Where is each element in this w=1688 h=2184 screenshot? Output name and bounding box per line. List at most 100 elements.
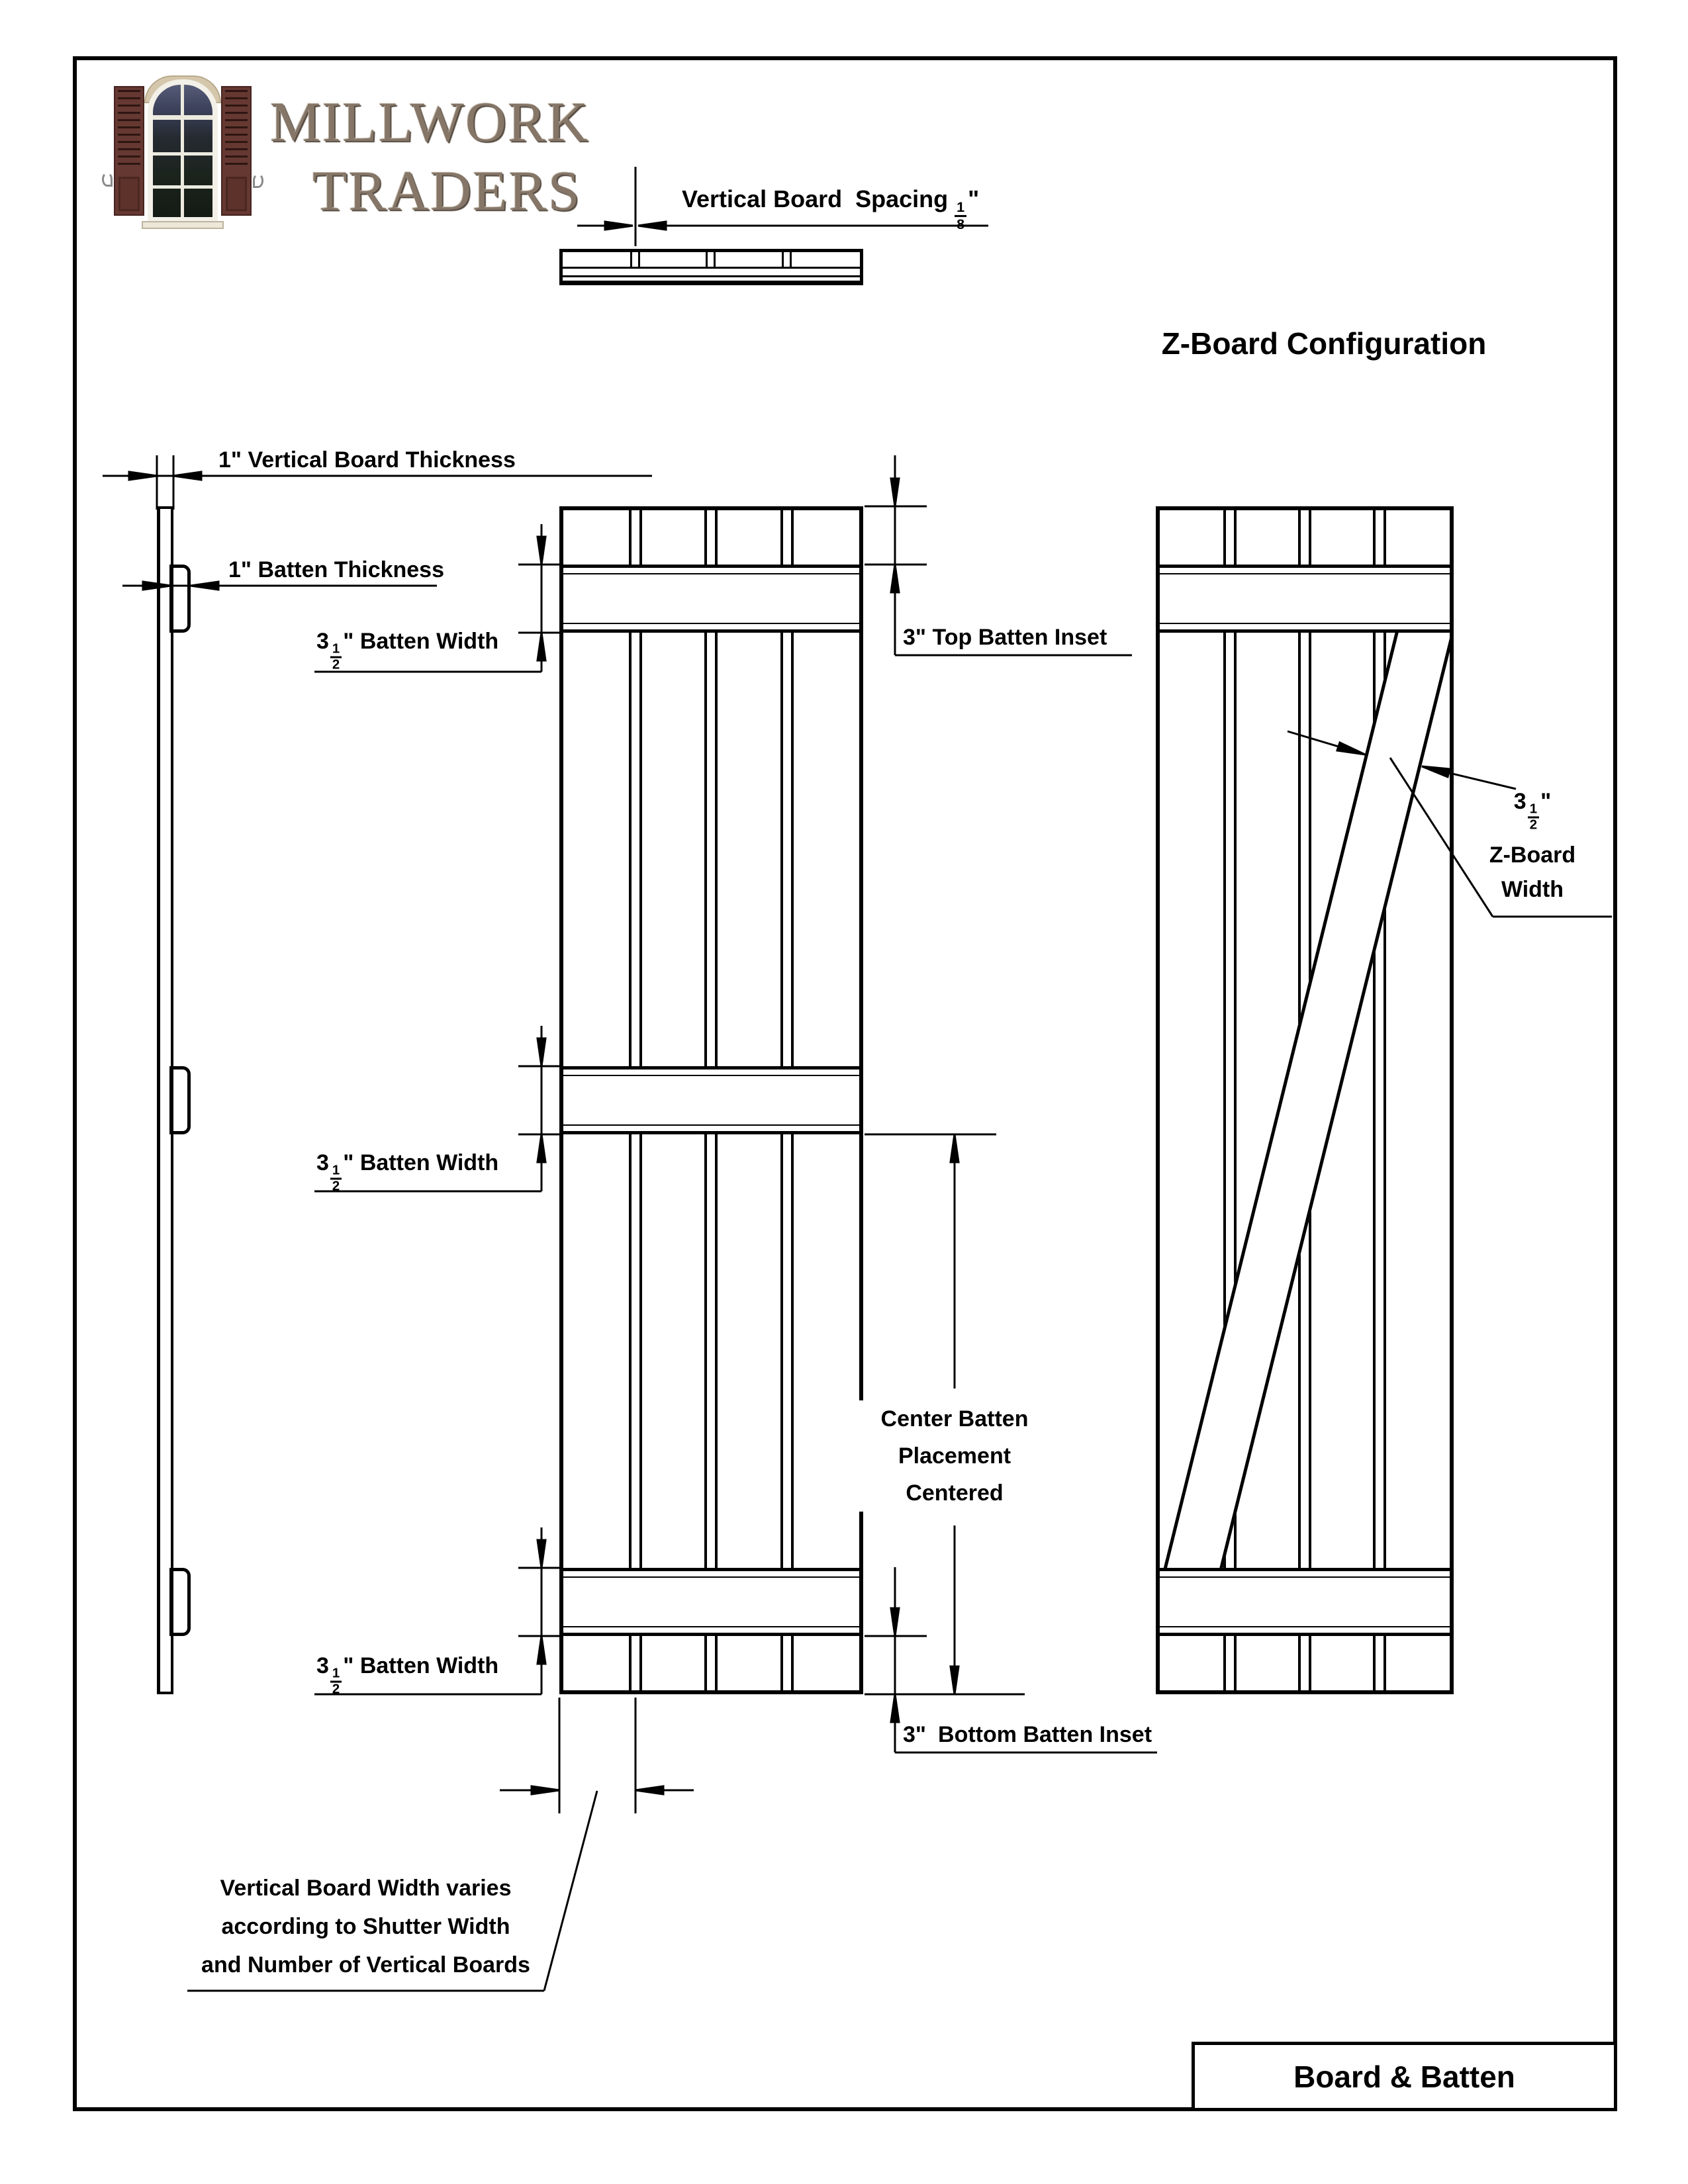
board-slit-line (630, 251, 632, 269)
logo-window-frame (148, 79, 218, 222)
z-width-fraction: 1 2 (1527, 802, 1540, 833)
fraction-denominator: 8 (957, 215, 965, 232)
bottom-inset-text: Bottom Batten Inset (938, 1722, 1152, 1747)
z-shutter-outline (1156, 506, 1454, 1694)
brand-traders: TRADERS (312, 159, 581, 222)
inch-mark: " (968, 185, 980, 212)
inch-mark: " (1540, 789, 1552, 814)
batten-inner-line (563, 1124, 859, 1126)
board-gap-line (1223, 510, 1226, 1690)
center-shutter-outline (559, 506, 863, 1694)
board-slit-line (638, 251, 640, 269)
center-shutter-batten-top (563, 565, 859, 633)
z-width-whole: 3 (1513, 789, 1526, 814)
side-batten-tab-center (169, 1066, 191, 1134)
side-batten-tab-top (169, 565, 191, 633)
fraction-denominator: 2 (1529, 817, 1538, 833)
batten-inner-line (1160, 623, 1450, 624)
batten-inner-line (563, 1075, 859, 1076)
label-board-spacing-left: Vertical Board (682, 185, 843, 212)
center-note-line1: Center Batten (880, 1406, 1029, 1432)
center-shutter-batten-bottom (563, 1568, 859, 1636)
board-slit-line (706, 251, 708, 269)
batten-inner-line (1160, 1576, 1450, 1578)
label-z-width: 3 1 2 " Z-Board Width (1436, 789, 1628, 907)
label-board-spacing: Vertical Board Spacing 1 8 " (682, 185, 980, 231)
shutter-hook-left-icon (102, 172, 113, 187)
fraction-numerator: 1 (330, 1163, 342, 1180)
window-muntin-horizontal (153, 185, 212, 189)
label-batten-width-bottom: 3 1 2 " Batten Width (316, 1653, 499, 1697)
fraction-numerator: 1 (1527, 802, 1540, 819)
window-muntin-horizontal (153, 152, 212, 156)
label-center-note: Center Batten Placement Centered (822, 1400, 1087, 1512)
batten-width-suffix: " Batten Width (343, 1150, 499, 1175)
batten-width-fraction: 1 2 (330, 642, 342, 673)
board-note-line1: Vertical Board Width varies (220, 1876, 512, 1901)
batten-inner-line (563, 573, 859, 574)
board-slit-line (714, 251, 716, 269)
center-note-line2: Placement (898, 1443, 1011, 1469)
fraction-denominator: 2 (332, 1179, 340, 1194)
fraction-denominator: 2 (332, 657, 340, 672)
title-block: Board & Batten (1192, 2042, 1617, 2111)
batten-width-suffix: " Batten Width (343, 1653, 499, 1678)
board-slit-line (790, 251, 792, 269)
batten-width-fraction: 1 2 (330, 1163, 342, 1195)
brand-millwork: MILLWORK (270, 90, 590, 154)
board-gap-line (1383, 510, 1386, 1690)
shutter-hook-right-icon (253, 173, 263, 188)
fraction-numerator: 1 (330, 642, 342, 659)
logo-window-sill (142, 221, 224, 229)
top-view-outline (559, 249, 863, 285)
board-note-line2: according to Shutter Width (221, 1914, 510, 1939)
shutter-louvers (118, 90, 140, 168)
batten-inner-line (563, 623, 859, 624)
batten-width-suffix: " Batten Width (343, 629, 499, 654)
board-slit-line (782, 251, 784, 269)
batten-inner-line (1160, 1626, 1450, 1627)
batten-width-whole: 3 (316, 1653, 329, 1678)
label-batten-thickness: 1" Batten Thickness (228, 557, 445, 582)
z-width-line2: Z-Board (1489, 842, 1576, 868)
label-bottom-inset: 3" Bottom Batten Inset (903, 1722, 1152, 1748)
logo (102, 74, 263, 230)
z-board-title: Z-Board Configuration (1161, 326, 1487, 361)
fraction-numerator: 1 (330, 1666, 342, 1683)
label-top-inset: 3" Top Batten Inset (903, 625, 1107, 650)
z-shutter-batten-bottom (1160, 1568, 1450, 1636)
label-board-note: Vertical Board Width varies according to… (185, 1869, 546, 1984)
center-shutter-batten-center (563, 1066, 859, 1134)
shutter-louvers (225, 90, 248, 168)
shutter-panel (118, 177, 140, 211)
side-batten-tab-bottom (169, 1568, 191, 1636)
batten-inner-line (1160, 573, 1450, 574)
board-gap-line (1373, 510, 1376, 1690)
shutter-panel (226, 177, 247, 211)
z-width-line3: Width (1501, 876, 1564, 902)
title-block-label: Board & Batten (1293, 2059, 1515, 2094)
top-view-batten-line (563, 281, 860, 282)
board-gap-line (1234, 510, 1237, 1690)
logo-left-shutter (114, 86, 144, 216)
label-batten-width-center: 3 1 2 " Batten Width (316, 1150, 499, 1194)
fraction-numerator: 1 (955, 199, 967, 217)
batten-width-fraction: 1 2 (330, 1666, 342, 1698)
board-note-line3: and Number of Vertical Boards (201, 1952, 530, 1978)
top-view-batten-line (563, 275, 860, 277)
label-board-spacing-right: Spacing (855, 185, 949, 212)
z-width-value: 3 1 2 " (1436, 789, 1628, 833)
bottom-inset-number: 3" (903, 1722, 927, 1747)
z-shutter-batten-top (1160, 565, 1450, 633)
logo-window-glass (153, 85, 212, 217)
z-diagonal-board (1160, 633, 1450, 1568)
top-view-batten-line (563, 267, 860, 269)
fraction-denominator: 2 (332, 1682, 340, 1697)
page-border (73, 56, 1617, 2111)
spacing-fraction: 1 8 (955, 199, 967, 232)
z-diagonal-clip (1160, 633, 1450, 1568)
center-note-line3: Centered (906, 1480, 1004, 1506)
window-muntin-vertical (181, 85, 184, 217)
batten-inner-line (563, 1576, 859, 1578)
